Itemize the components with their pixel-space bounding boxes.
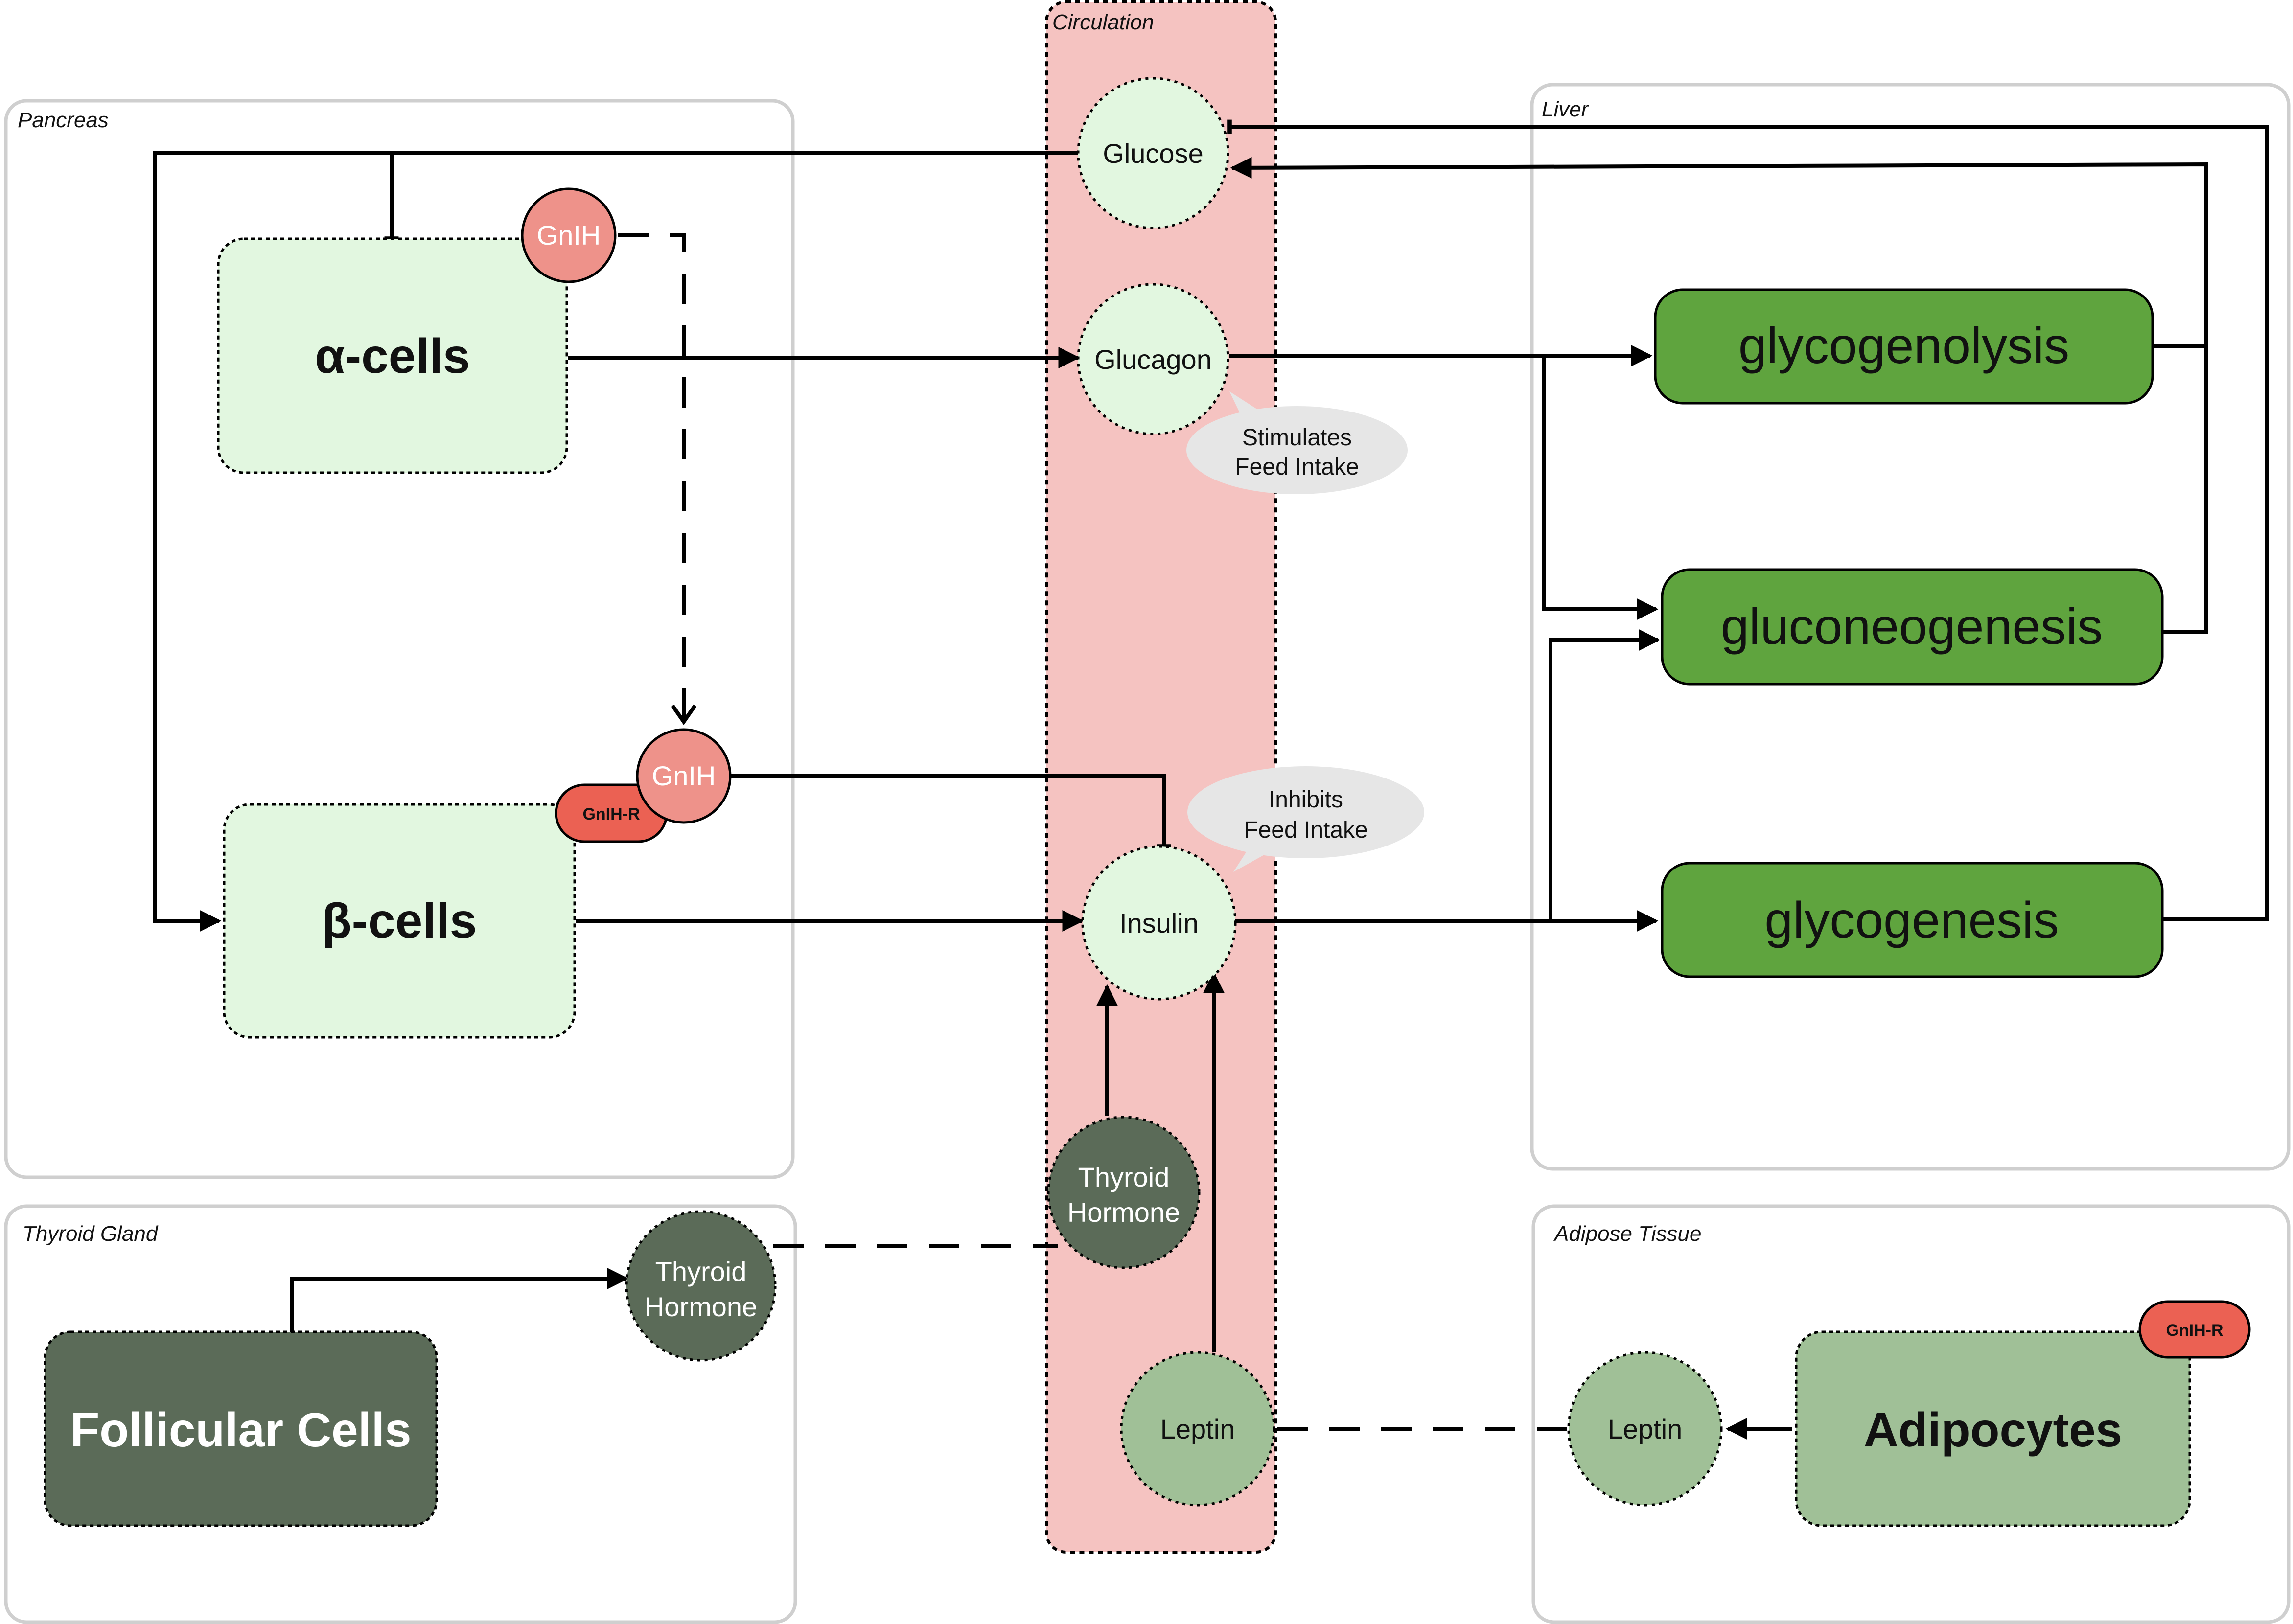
circulation-leptin-label: Leptin	[1160, 1414, 1235, 1444]
inhibits-line1: Inhibits	[1269, 787, 1343, 813]
gnih-top-node: GnIH	[521, 187, 617, 283]
insulin-node: Insulin	[1081, 845, 1237, 1001]
glucose-to-beta-cells-arrow	[153, 151, 1078, 932]
gnih-r-adipose-label: GnIH-R	[2166, 1321, 2223, 1340]
gnih-r-adipose-badge: GnIH-R	[2138, 1300, 2251, 1359]
glycogenesis-process: glycogenesis	[1661, 862, 2164, 978]
inhibits-line2: Feed Intake	[1244, 817, 1368, 843]
stimulates-line2: Feed Intake	[1235, 454, 1359, 480]
stimulates-line1: Stimulates	[1242, 425, 1352, 451]
circulation-thyroid-hormone-label-line2: Hormone	[1067, 1197, 1180, 1228]
beta-cells: β-cells	[223, 803, 576, 1039]
adipocytes-label: Adipocytes	[1864, 1403, 2122, 1457]
liver-label: Liver	[1542, 97, 1590, 121]
glucose-label: Glucose	[1103, 138, 1203, 169]
gnih-top-label: GnIH	[537, 220, 601, 251]
gluconeogenesis-process: gluconeogenesis	[1661, 568, 2164, 686]
connectors	[153, 119, 2269, 1440]
pancreas-label: Pancreas	[18, 108, 109, 132]
follicular-cells-label: Follicular Cells	[70, 1403, 411, 1457]
thyroid-gland-region: Thyroid Gland	[4, 1204, 797, 1624]
thyroid-gland-label: Thyroid Gland	[23, 1222, 159, 1246]
circulation-leptin-node: Leptin	[1120, 1351, 1275, 1507]
thyroid-hormone-label-line2: Hormone	[645, 1291, 757, 1322]
stimulates-feed-intake-callout: Stimulates Feed Intake	[1186, 391, 1408, 494]
pancreas-region: Pancreas	[4, 99, 795, 1179]
glycogenolysis-process: glycogenolysis	[1654, 288, 2154, 405]
circulation-label: Circulation	[1052, 10, 1154, 34]
gnih-r-pancreas-label: GnIH-R	[582, 805, 640, 823]
follicular-cells: Follicular Cells	[44, 1330, 438, 1527]
glucagon-node: Glucagon	[1077, 283, 1229, 435]
glucagon-to-gluconeogenesis-arrow	[1542, 356, 1659, 620]
alpha-cells: α-cells	[217, 237, 568, 474]
thyroid-hormone-label-line1: Thyroid	[655, 1256, 747, 1287]
adipose-tissue-label: Adipose Tissue	[1553, 1222, 1701, 1246]
gnih-top-dashed-connector	[618, 233, 686, 723]
adipocytes: Adipocytes	[1795, 1330, 2191, 1527]
liver-output-to-glucose-arrow	[1230, 157, 2208, 489]
adipose-tissue-region: Adipose Tissue	[1531, 1204, 2291, 1624]
thyroid-gland-thyroid-hormone-node: Thyroid Hormone	[625, 1210, 777, 1362]
gnih-inhibits-insulin	[731, 774, 1171, 849]
gluconeogenesis-label: gluconeogenesis	[1721, 598, 2103, 655]
liver-region: Liver	[1530, 83, 2291, 1171]
glycogenolysis-label: glycogenolysis	[1738, 318, 2069, 374]
circulation-thyroid-hormone-node: Thyroid Hormone	[1047, 1116, 1201, 1269]
glycogenesis-label: glycogenesis	[1764, 892, 2059, 949]
alpha-cells-label: α-cells	[315, 329, 470, 384]
gnih-bottom-label: GnIH	[652, 760, 716, 791]
insulin-label: Insulin	[1119, 908, 1199, 938]
adipose-leptin-label: Leptin	[1608, 1414, 1683, 1444]
follicular-cells-to-thyroid-hormone-arrow	[290, 1268, 629, 1332]
gnih-bottom-node: GnIH	[636, 728, 732, 824]
glucose-node: Glucose	[1077, 77, 1229, 229]
circulation-thyroid-hormone-label-line1: Thyroid	[1078, 1162, 1170, 1192]
gnih-dashed-arrowhead	[671, 704, 697, 725]
glucagon-label: Glucagon	[1094, 344, 1212, 375]
insulin-to-gluconeogenesis-arrow	[1549, 629, 1661, 921]
beta-cells-label: β-cells	[322, 893, 477, 948]
inhibits-feed-intake-callout: Inhibits Feed Intake	[1187, 766, 1424, 872]
adipose-leptin-node: Leptin	[1567, 1351, 1723, 1507]
glycogenesis-inhibits-glucose	[1227, 119, 2269, 921]
